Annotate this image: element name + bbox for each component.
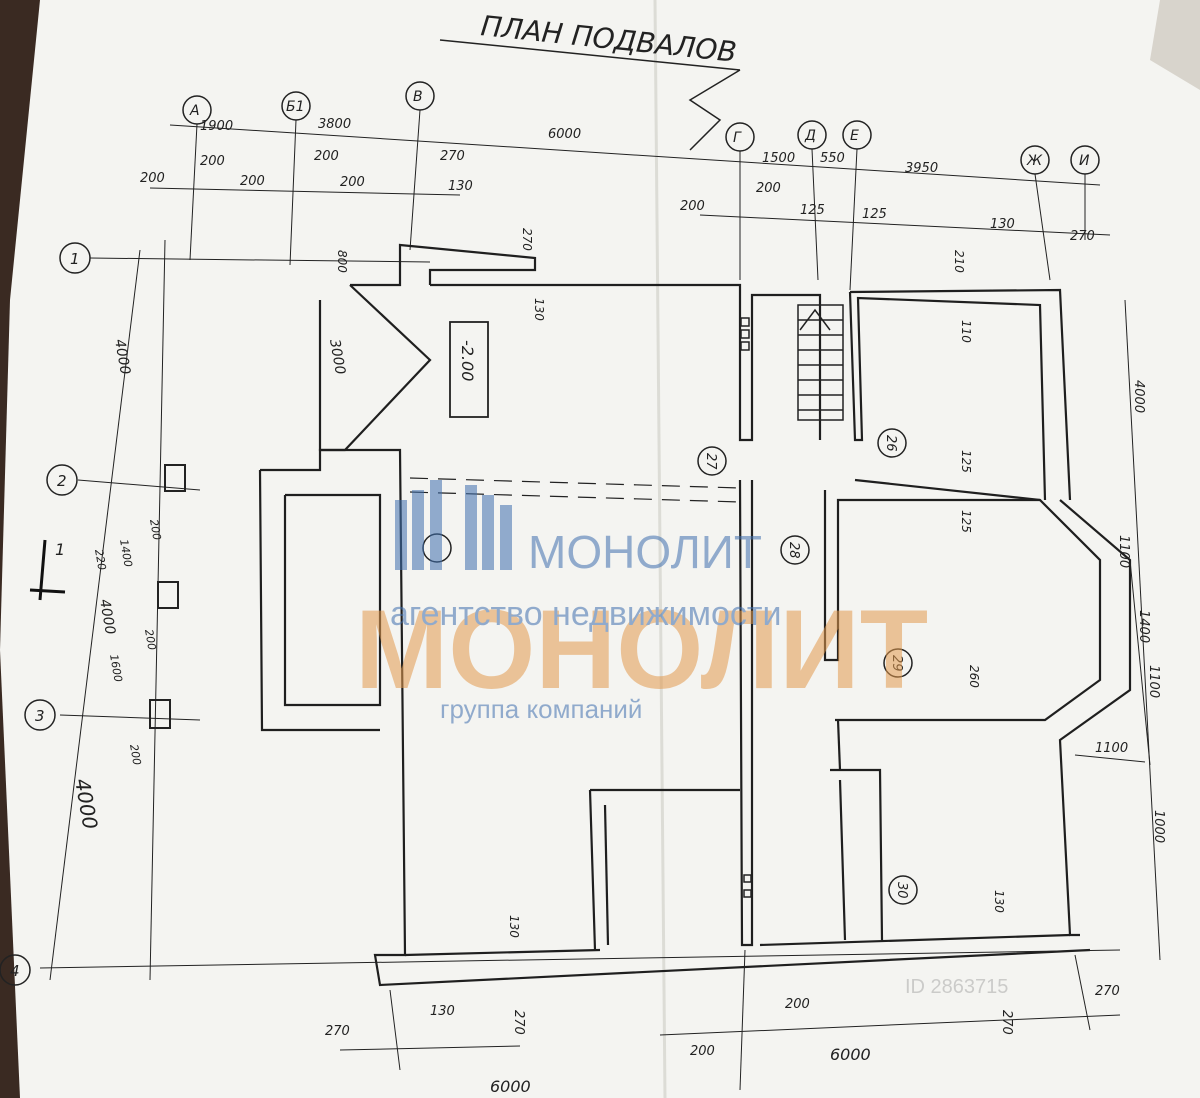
room-29: 29 xyxy=(889,655,904,672)
dimension-lines-bottom xyxy=(39,949,1121,1091)
dim-misc-800: 800 xyxy=(335,250,349,273)
dim-bottom-6000-b: 6000 xyxy=(490,1077,531,1096)
axis-bubbles-left xyxy=(0,242,91,986)
dim-misc-270-a: 270 xyxy=(520,228,534,251)
dim-top-6000: 6000 xyxy=(548,127,581,142)
axis-bubbles-top xyxy=(182,81,1100,175)
dim-misc-130-c: 130 xyxy=(992,890,1006,913)
room-27: 27 xyxy=(703,453,718,470)
dim-top-1900: 1900 xyxy=(200,119,233,134)
dim-small-3: 200 xyxy=(314,149,339,164)
dim-top-3950: 3950 xyxy=(905,161,938,176)
dim-small-8: 200 xyxy=(680,199,705,214)
axis-label-zh: Ж xyxy=(1026,153,1043,169)
room-bubbles xyxy=(422,428,918,905)
dim-right-1100-c: 1100 xyxy=(1095,741,1128,756)
axis-label-v: В xyxy=(413,89,423,105)
dim-right-1100-b: 1100 xyxy=(1146,665,1161,698)
dim-bottom-270-c: 270 xyxy=(999,1010,1014,1035)
watermark-tagline: агентство недвижимости xyxy=(390,595,781,633)
dim-top-3800: 3800 xyxy=(318,117,351,132)
paper-shadow-right xyxy=(1150,0,1200,90)
dim-left-4000-a: 4000 xyxy=(111,338,133,376)
level-mark: -2.00 xyxy=(458,340,477,381)
dim-small-0: 200 xyxy=(140,171,165,186)
dim-misc-1400: 1400 xyxy=(117,538,135,568)
axis-label-d: Д xyxy=(804,128,816,144)
dim-small-11: 125 xyxy=(862,207,887,222)
watermark-id: ID 2863715 xyxy=(905,976,1008,998)
axis-label-e: Е xyxy=(850,128,859,144)
dim-misc-260: 260 xyxy=(967,665,981,688)
dim-misc-130-b: 130 xyxy=(507,915,521,938)
dimension-lines-right xyxy=(1074,299,1161,961)
dim-small-13: 270 xyxy=(1070,229,1095,244)
dim-small-7: 130 xyxy=(448,179,473,194)
dim-small-4: 200 xyxy=(340,175,365,190)
dim-small-12: 130 xyxy=(990,217,1015,232)
dim-right-1400: 1400 xyxy=(1136,610,1151,643)
watermark-building-icon xyxy=(395,480,512,570)
axis-label-a: А xyxy=(189,103,200,119)
room-26: 26 xyxy=(883,435,898,452)
axis-label-g: Г xyxy=(733,130,742,146)
section-marker-label: 1 xyxy=(55,540,65,559)
stairs xyxy=(797,304,844,421)
dim-left-4000-b: 4000 xyxy=(96,598,118,636)
dimension-lines-top xyxy=(149,109,1111,291)
dim-misc-130-a: 130 xyxy=(532,298,546,321)
watermark-subline: группа компаний xyxy=(440,694,642,724)
dim-misc-200-a: 200 xyxy=(147,518,163,541)
dim-misc-200-b: 200 xyxy=(142,628,158,651)
axis-label-1: 1 xyxy=(70,250,80,268)
dim-left-3000: 3000 xyxy=(326,338,348,376)
dim-bottom-270-a: 270 xyxy=(325,1024,350,1039)
dim-bottom-200-a: 200 xyxy=(785,997,810,1012)
watermark-brand-main: МОНОЛИТ xyxy=(355,587,928,712)
dim-misc-110: 110 xyxy=(959,320,973,343)
dim-top-1500: 1500 xyxy=(762,151,795,166)
dim-right-1000: 1000 xyxy=(1151,810,1166,843)
level-mark-box xyxy=(449,321,489,418)
watermark: МОНОЛИТ МОНОЛИТ агентство недвижимости г… xyxy=(355,480,1008,998)
dim-misc-220: 220 xyxy=(92,548,108,571)
vents xyxy=(740,317,752,898)
dim-top-550: 550 xyxy=(820,151,845,166)
dim-bottom-270-d: 270 xyxy=(1095,984,1120,999)
columns xyxy=(149,464,186,729)
watermark-brand-top: МОНОЛИТ xyxy=(528,526,762,578)
axis-label-3: 3 xyxy=(35,707,45,725)
dim-misc-210: 210 xyxy=(952,250,966,273)
axis-label-4: 4 xyxy=(10,962,20,980)
dim-small-2: 200 xyxy=(240,174,265,189)
room-28: 28 xyxy=(786,542,801,559)
dim-misc-200-c: 200 xyxy=(127,743,143,766)
paper-fold xyxy=(653,0,667,1098)
walls xyxy=(258,243,1132,987)
dim-small-1: 200 xyxy=(200,154,225,169)
dim-bottom-6000-a: 6000 xyxy=(830,1045,871,1064)
dim-bottom-270-b: 270 xyxy=(511,1010,526,1035)
dim-right-1100-a: 1100 xyxy=(1116,535,1131,568)
section-marker xyxy=(29,539,66,601)
axis-label-2: 2 xyxy=(57,472,67,490)
dimension-lines-left xyxy=(49,239,431,981)
dim-misc-1600: 1600 xyxy=(107,653,125,683)
dim-small-9: 200 xyxy=(756,181,781,196)
title-underline xyxy=(439,39,741,71)
dim-misc-125-b: 125 xyxy=(959,510,973,533)
dim-small-10: 125 xyxy=(800,203,825,218)
axis-label-b1: Б1 xyxy=(286,99,305,115)
dim-small-6: 270 xyxy=(440,149,465,164)
axis-label-i: И xyxy=(1079,153,1090,169)
dim-misc-125-a: 125 xyxy=(959,450,973,473)
dim-bottom-130: 130 xyxy=(430,1004,455,1019)
dim-bottom-200-b: 200 xyxy=(690,1044,715,1059)
title-arrow xyxy=(688,69,741,151)
dim-right-4000: 4000 xyxy=(1131,380,1146,413)
room-30: 30 xyxy=(894,882,909,899)
